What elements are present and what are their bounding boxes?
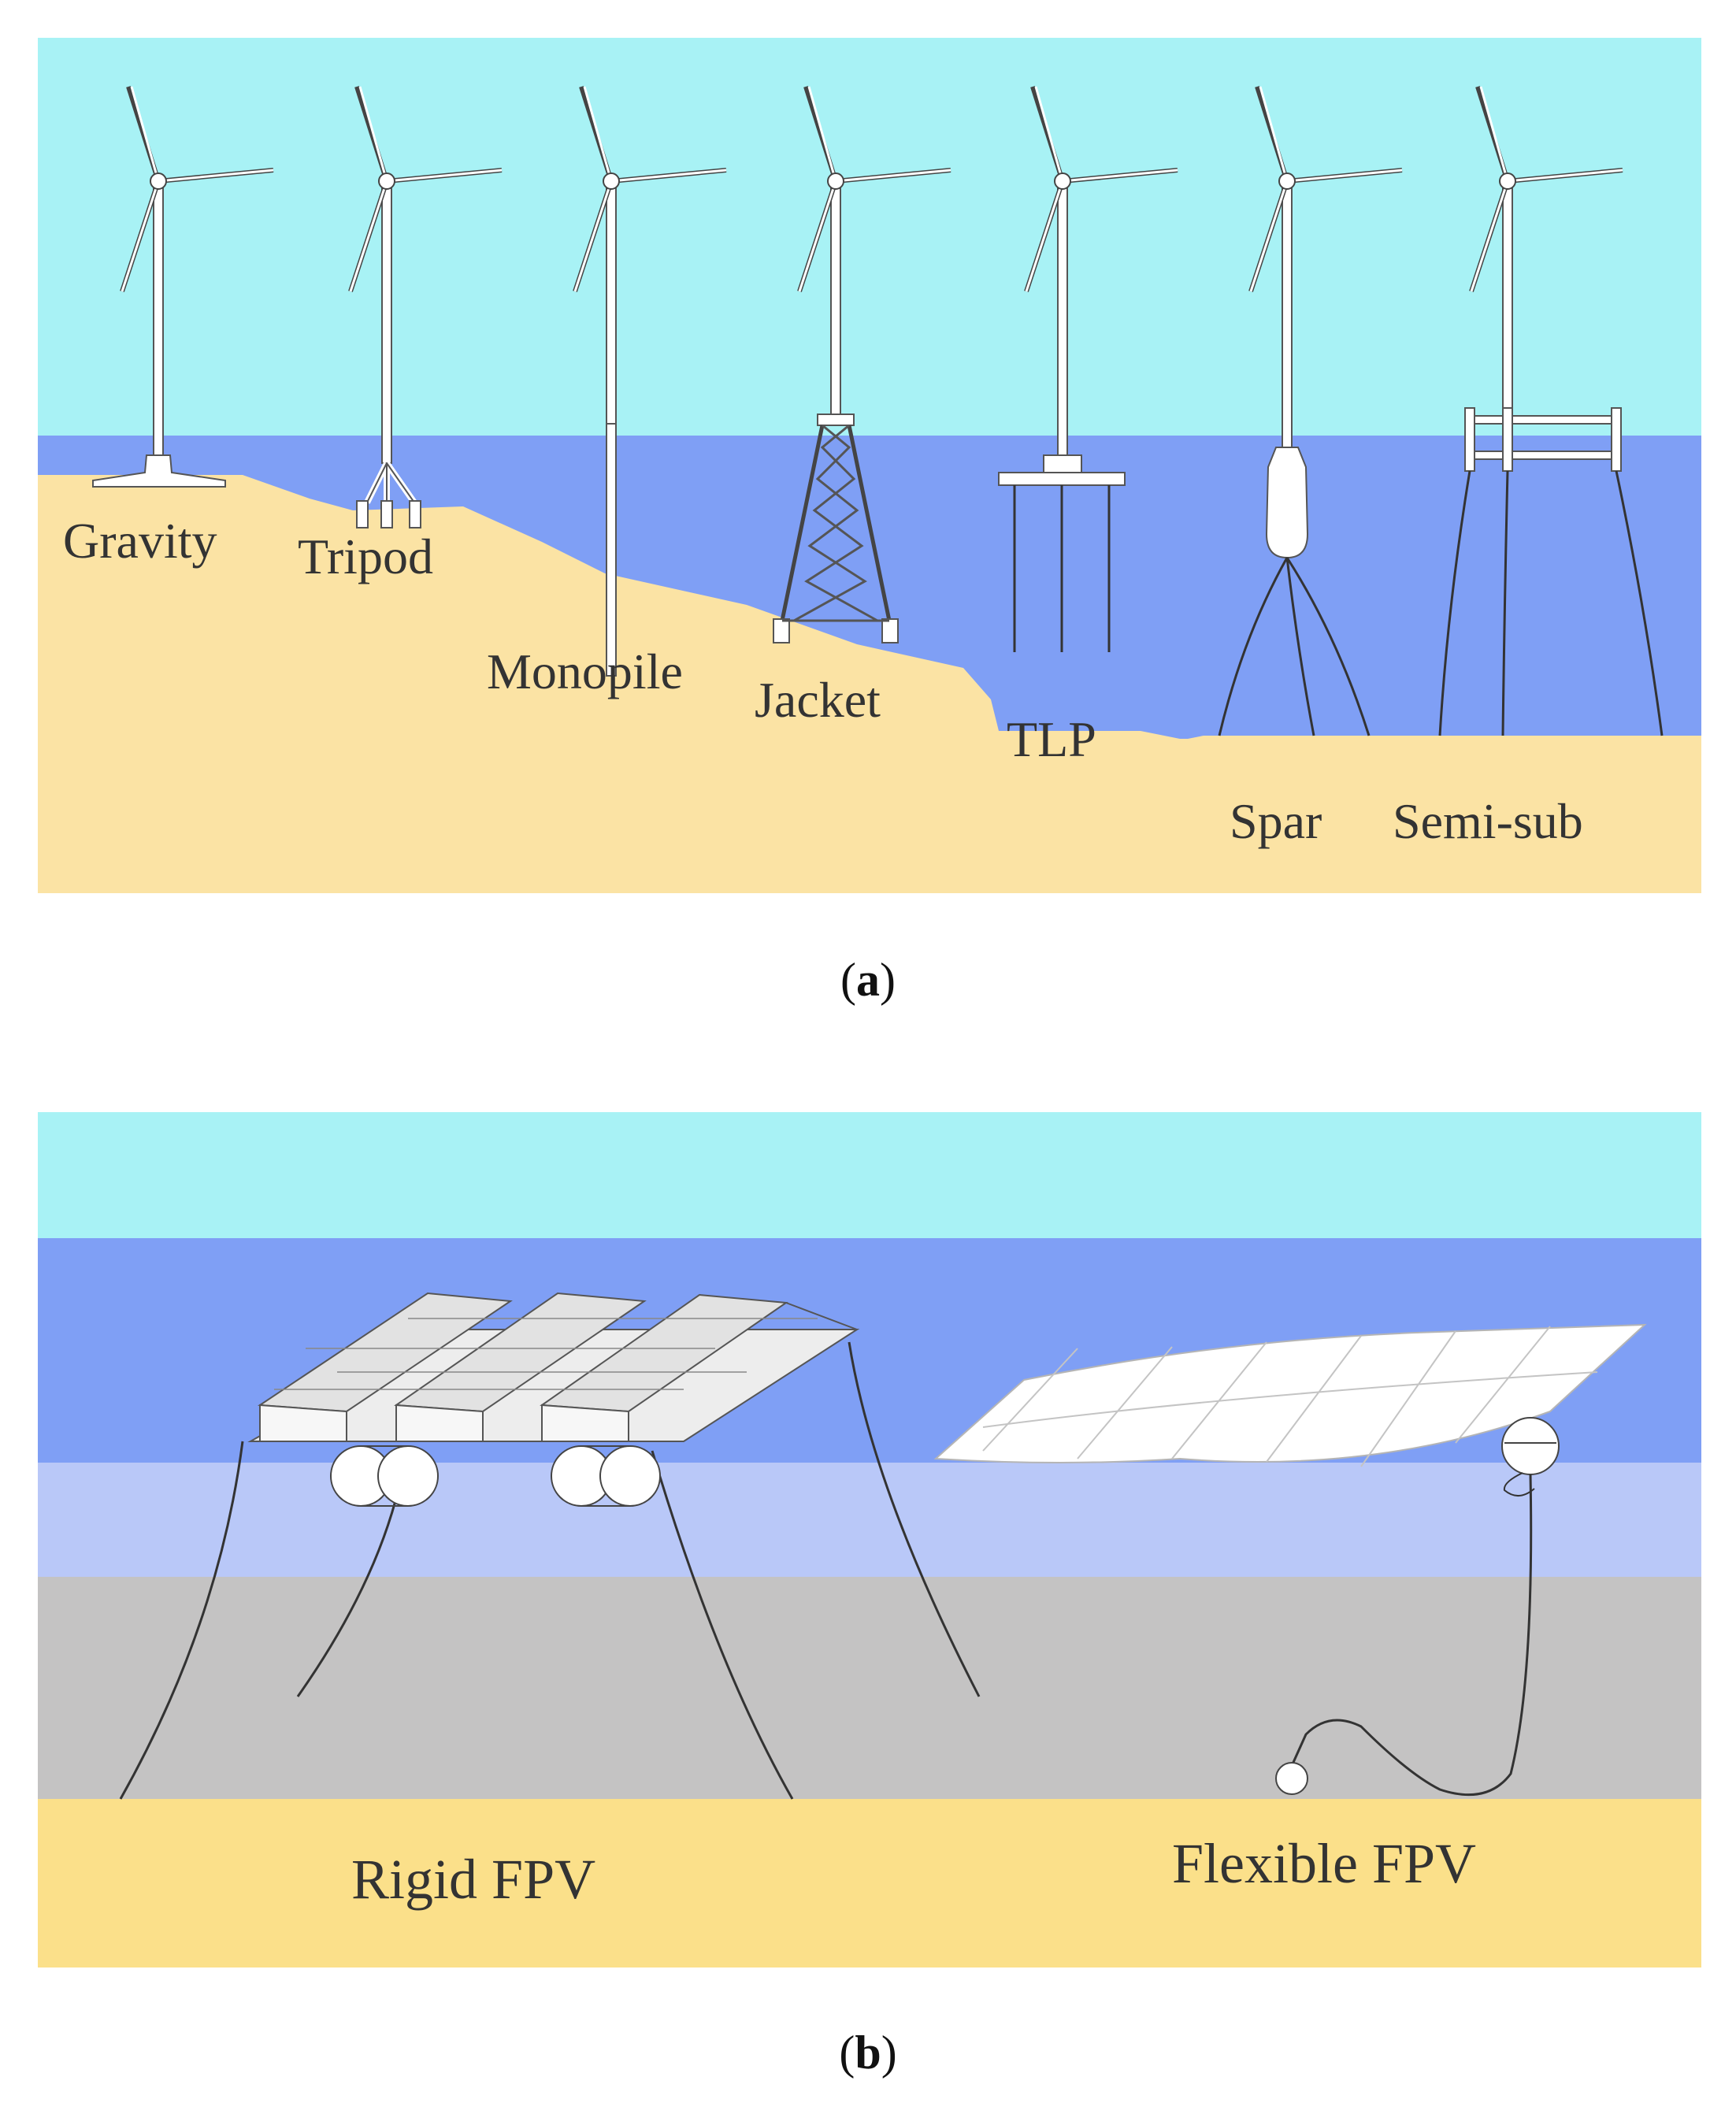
spar-turbine — [1218, 87, 1402, 736]
sky — [38, 1112, 1701, 1238]
monopile-turbine — [575, 87, 726, 677]
deep-water — [38, 1577, 1701, 1799]
semi-sub-turbine — [1438, 87, 1664, 736]
seabed — [38, 1799, 1701, 1968]
label-rigid-fpv: Rigid FPV — [351, 1848, 595, 1911]
jacket-turbine — [773, 87, 951, 643]
seabed — [38, 475, 1701, 893]
floating-pv-diagram: Rigid FPV Flexible FPV — [38, 1112, 1701, 1968]
label-spar: Spar — [1230, 793, 1322, 849]
label-semi-sub: Semi-sub — [1393, 793, 1583, 849]
foundations-illustration: Gravity Tripod Monopile Jacket TLP Spar … — [38, 38, 1701, 893]
label-jacket: Jacket — [755, 672, 881, 728]
flexible-fpv-system — [933, 1323, 1647, 1797]
offshore-wind-foundations-diagram: Gravity Tripod Monopile Jacket TLP Spar … — [38, 38, 1701, 893]
gravity-turbine — [92, 87, 273, 488]
caption-a: (a) — [840, 954, 896, 1006]
label-tlp: TLP — [1007, 711, 1096, 767]
caption-b: (b) — [839, 2027, 897, 2079]
mid-water — [38, 1463, 1701, 1577]
tlp-turbine — [998, 87, 1178, 652]
fpv-illustration: Rigid FPV Flexible FPV — [38, 1112, 1701, 1968]
label-tripod: Tripod — [298, 528, 433, 584]
label-flexible-fpv: Flexible FPV — [1172, 1832, 1476, 1895]
tripod-turbine — [351, 87, 502, 528]
rigid-fpv-system — [119, 1292, 981, 1800]
label-monopile: Monopile — [487, 643, 683, 699]
label-gravity: Gravity — [63, 513, 217, 569]
